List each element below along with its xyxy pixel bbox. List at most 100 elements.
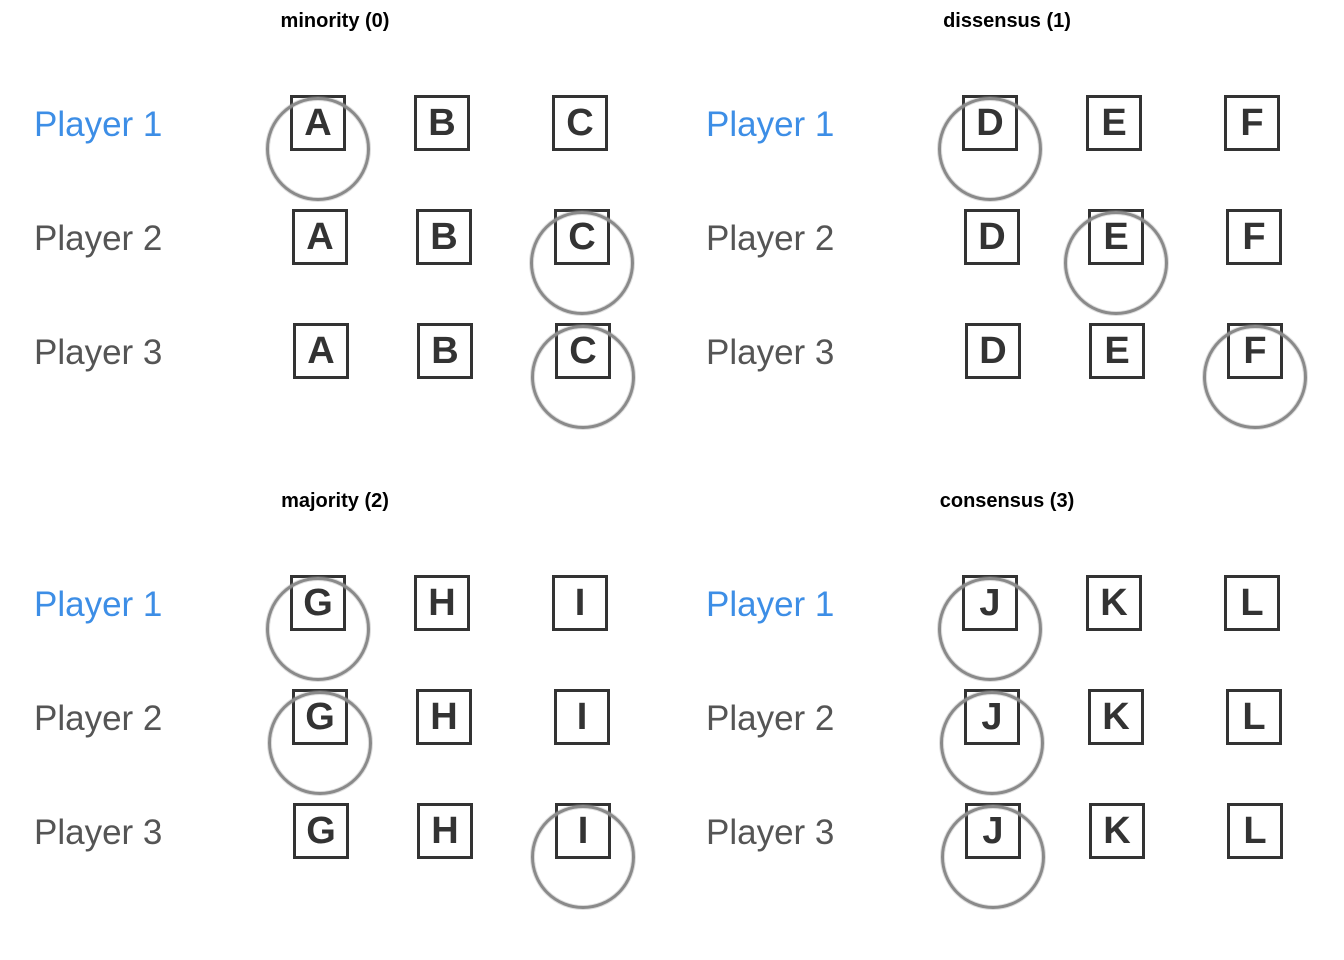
panel-consensus: consensus (3) Player 1 J K L Player 2 J …	[672, 480, 1344, 960]
option-box[interactable]: H	[414, 575, 470, 631]
option-letter: L	[1242, 695, 1266, 738]
player-row-1: Player 1 G H I	[0, 555, 672, 681]
option-letter: G	[305, 695, 335, 738]
option-box[interactable]: L	[1226, 689, 1282, 745]
option-box[interactable]: A	[293, 323, 349, 379]
option-box[interactable]: K	[1086, 575, 1142, 631]
option-box[interactable]: F	[1203, 323, 1307, 429]
option-box[interactable]: A	[292, 209, 348, 265]
option-box[interactable]: I	[531, 803, 635, 909]
player-row-3: Player 3 A B C	[0, 303, 672, 429]
panel-dissensus: dissensus (1) Player 1 D E F Player 2 D …	[672, 0, 1344, 480]
option-letter: I	[574, 581, 586, 624]
option-box[interactable]: J	[941, 803, 1045, 909]
player-label: Player 1	[34, 105, 163, 144]
option-box[interactable]: C	[530, 209, 634, 315]
option-box[interactable]: D	[964, 209, 1020, 265]
option-letter: H	[428, 581, 456, 624]
option-letter: G	[306, 809, 336, 852]
player-row-2: Player 2 J K L	[672, 669, 1344, 795]
option-letter: L	[1240, 581, 1264, 624]
panel-title: consensus (3)	[939, 490, 1075, 512]
option-box[interactable]: C	[531, 323, 635, 429]
player-row-1: Player 1 D E F	[672, 75, 1344, 201]
option-letter: J	[979, 581, 1001, 624]
option-letter: D	[979, 329, 1007, 372]
player-row-2: Player 2 G H I	[0, 669, 672, 795]
option-letter: C	[569, 329, 597, 372]
option-letter: B	[431, 329, 459, 372]
option-letter: I	[576, 695, 588, 738]
option-letter: H	[431, 809, 459, 852]
option-box[interactable]: B	[414, 95, 470, 151]
option-box[interactable]: F	[1224, 95, 1280, 151]
option-letter: E	[1103, 215, 1129, 258]
option-box[interactable]: B	[416, 209, 472, 265]
option-letter: D	[976, 101, 1004, 144]
option-letter: B	[428, 101, 456, 144]
option-letter: F	[1243, 329, 1267, 372]
option-letter: E	[1104, 329, 1130, 372]
option-box[interactable]: D	[965, 323, 1021, 379]
player-label: Player 3	[34, 333, 163, 372]
option-box[interactable]: G	[293, 803, 349, 859]
option-box[interactable]: J	[938, 575, 1042, 681]
option-box[interactable]: B	[417, 323, 473, 379]
option-box[interactable]: E	[1064, 209, 1168, 315]
option-letter: E	[1101, 101, 1127, 144]
option-letter: K	[1100, 581, 1128, 624]
option-box[interactable]: K	[1088, 689, 1144, 745]
player-label: Player 1	[706, 105, 835, 144]
player-label: Player 2	[706, 219, 835, 258]
player-row-1: Player 1 J K L	[672, 555, 1344, 681]
option-box[interactable]: L	[1227, 803, 1283, 859]
option-letter: L	[1243, 809, 1267, 852]
option-letter: C	[568, 215, 596, 258]
option-letter: F	[1242, 215, 1266, 258]
option-letter: F	[1240, 101, 1264, 144]
option-box[interactable]: C	[552, 95, 608, 151]
panel-title: minority (0)	[280, 10, 390, 32]
option-box[interactable]: F	[1226, 209, 1282, 265]
player-row-3: Player 3 G H I	[0, 783, 672, 909]
option-letter: D	[978, 215, 1006, 258]
option-letter: J	[981, 695, 1003, 738]
option-box[interactable]: G	[266, 575, 370, 681]
option-box[interactable]: J	[940, 689, 1044, 795]
option-box[interactable]: I	[552, 575, 608, 631]
option-letter: J	[982, 809, 1004, 852]
option-letter: G	[303, 581, 333, 624]
option-box[interactable]: H	[417, 803, 473, 859]
panel-title: dissensus (1)	[943, 10, 1071, 32]
player-label: Player 1	[34, 585, 163, 624]
player-label: Player 2	[34, 219, 163, 258]
panel-minority: minority (0) Player 1 A B C Player 2 A B…	[0, 0, 672, 480]
panel-majority: majority (2) Player 1 G H I Player 2 G H…	[0, 480, 672, 960]
option-box[interactable]: H	[416, 689, 472, 745]
player-label: Player 2	[706, 699, 835, 738]
player-label: Player 3	[706, 333, 835, 372]
player-label: Player 2	[34, 699, 163, 738]
option-letter: I	[577, 809, 589, 852]
option-box[interactable]: G	[268, 689, 372, 795]
option-box[interactable]: E	[1089, 323, 1145, 379]
option-letter: C	[566, 101, 594, 144]
panel-title: majority (2)	[281, 490, 389, 512]
option-box[interactable]: E	[1086, 95, 1142, 151]
player-row-2: Player 2 A B C	[0, 189, 672, 315]
option-box[interactable]: I	[554, 689, 610, 745]
option-box[interactable]: L	[1224, 575, 1280, 631]
option-letter: K	[1103, 809, 1131, 852]
option-letter: H	[430, 695, 458, 738]
player-row-3: Player 3 J K L	[672, 783, 1344, 909]
option-box[interactable]: A	[266, 95, 370, 201]
option-letter: A	[304, 101, 332, 144]
player-row-3: Player 3 D E F	[672, 303, 1344, 429]
option-box[interactable]: D	[938, 95, 1042, 201]
option-box[interactable]: K	[1089, 803, 1145, 859]
player-label: Player 3	[706, 813, 835, 852]
player-label: Player 3	[34, 813, 163, 852]
player-row-1: Player 1 A B C	[0, 75, 672, 201]
option-letter: A	[307, 329, 335, 372]
option-letter: B	[430, 215, 458, 258]
